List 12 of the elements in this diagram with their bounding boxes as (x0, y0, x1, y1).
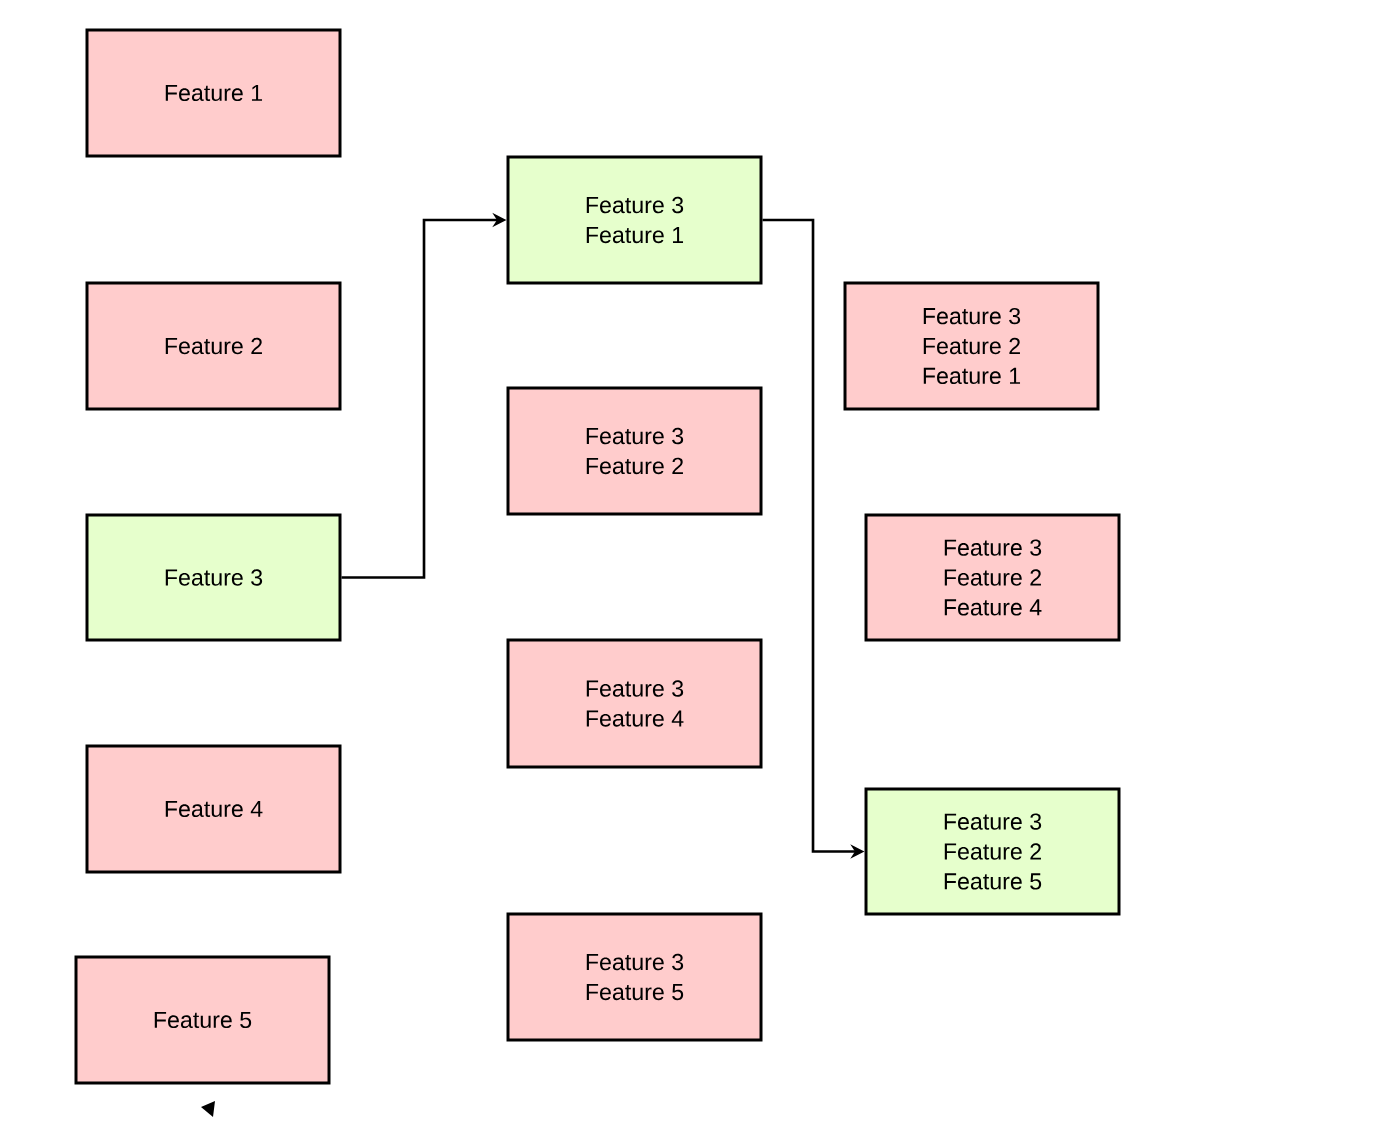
feature-box: Feature 2 (85, 281, 342, 411)
feature-box: Feature 3 Feature 2 Feature 1 (843, 281, 1100, 411)
feature-box: Feature 3 Feature 1 (506, 155, 763, 285)
feature-box: Feature 3 Feature 2 Feature 4 (864, 513, 1121, 642)
feature-box: Feature 5 (74, 955, 331, 1085)
feature-box: Feature 3 Feature 2 (506, 386, 763, 516)
feature-box: Feature 3 (85, 513, 342, 642)
feature-box: Feature 3 Feature 4 (506, 638, 763, 769)
feature-box: Feature 3 Feature 2 Feature 5 (864, 787, 1121, 916)
feature-box: Feature 3 Feature 5 (506, 912, 763, 1042)
feature-box: Feature 1 (85, 28, 342, 158)
feature-box: Feature 4 (85, 744, 342, 874)
